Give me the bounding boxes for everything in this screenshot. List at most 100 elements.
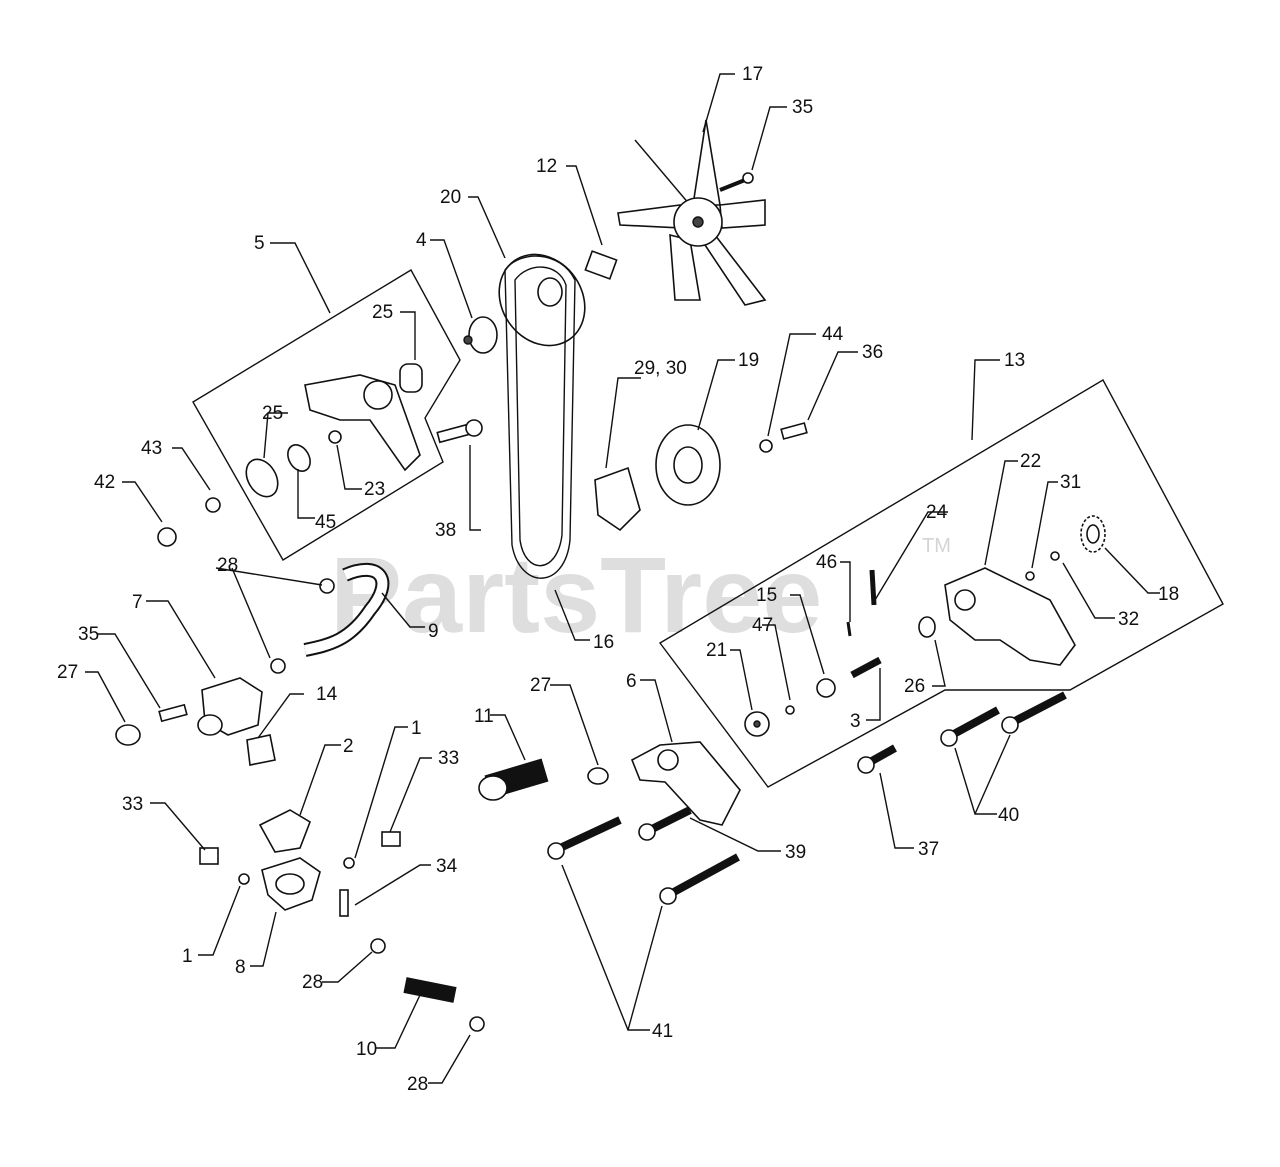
bolt-39-part: [638, 806, 692, 841]
clamp-28d-part: [469, 1016, 485, 1032]
callout-44: 44: [822, 324, 844, 345]
callout-22: 22: [1020, 451, 1041, 472]
callout-14: 14: [316, 684, 338, 705]
callout-35-left: 35: [78, 624, 99, 645]
callout-27-middle: 27: [530, 675, 551, 696]
callout-10: 10: [356, 1039, 377, 1060]
callout-37: 37: [918, 839, 939, 860]
bolt-41a-part: [547, 816, 622, 860]
callout-19: 19: [738, 350, 759, 371]
clip-12-part: [584, 250, 618, 280]
bolt-41b-part: [659, 853, 740, 905]
gasket-2-part: [258, 809, 311, 853]
callout-5: 5: [254, 233, 265, 254]
callout-13: 13: [1004, 350, 1025, 371]
callout-41: 41: [652, 1021, 673, 1042]
group-box-5: [192, 269, 461, 561]
ring-47-part: [785, 705, 795, 715]
watermark-trademark: TM: [922, 535, 951, 557]
gear-15-part: [816, 678, 836, 698]
callout-33-left: 33: [122, 794, 143, 815]
callout-42: 42: [94, 472, 115, 493]
clamp-27b-part: [587, 767, 609, 785]
impeller-21-part: [744, 711, 770, 737]
callout-9: 9: [428, 621, 439, 642]
callout-27-left: 27: [57, 662, 78, 683]
washer-44-part: [759, 439, 773, 453]
bolt-36-part: [780, 422, 808, 440]
disc-19-part: [655, 424, 721, 506]
oring-1a-part: [343, 857, 355, 869]
watermark-text: PartsTree: [330, 534, 822, 655]
timing-belt-16-part: [504, 255, 576, 579]
callout-36: 36: [862, 342, 883, 363]
washer-26-part: [918, 616, 936, 638]
nut-43-part: [205, 497, 221, 513]
callout-1-top: 1: [411, 718, 422, 739]
callout-38: 38: [435, 520, 456, 541]
hose-10-part: [403, 977, 457, 1003]
callout-11: 11: [474, 706, 494, 727]
callout-33-right: 33: [438, 748, 459, 769]
callout-23: 23: [364, 479, 385, 500]
bolt-37-part: [857, 744, 897, 774]
callout-45: 45: [315, 512, 336, 533]
callout-21: 21: [706, 640, 727, 661]
callout-12: 12: [536, 156, 557, 177]
callout-28-bottom: 28: [407, 1074, 428, 1095]
callout-labels: 17 35 12 20 4 5 25 25 23 45 43 42 38 29,…: [57, 64, 1179, 1095]
callout-46: 46: [816, 552, 837, 573]
nut-42-part: [157, 527, 177, 547]
callout-31: 31: [1060, 472, 1081, 493]
callout-29-30: 29, 30: [634, 358, 687, 379]
bolt-35-part: [158, 703, 188, 723]
bolt-40a-part: [940, 706, 1000, 747]
fan-part: [617, 119, 767, 306]
callout-17: 17: [742, 64, 763, 85]
housing-8-part: [261, 857, 321, 911]
housing-7-part: [197, 677, 263, 736]
seal-32-part: [1050, 551, 1060, 561]
clamp-27a-part: [115, 724, 141, 746]
callout-6: 6: [626, 671, 637, 692]
bolt-40b-part: [1001, 691, 1067, 734]
plug-33b-part: [381, 831, 401, 847]
callout-39: 39: [785, 842, 806, 863]
callout-25-left: 25: [262, 403, 283, 424]
bolt-38-part: [436, 419, 483, 444]
callout-3: 3: [850, 711, 861, 732]
callout-20: 20: [440, 187, 461, 208]
gasket-29-30-part: [594, 466, 641, 532]
bracket-assembly-part: [245, 363, 423, 498]
callout-25-top: 25: [372, 302, 393, 323]
callout-7: 7: [132, 592, 143, 613]
callout-16: 16: [593, 632, 614, 653]
callout-43: 43: [141, 438, 162, 459]
plug-33a-part: [199, 847, 219, 865]
oring-1b-part: [238, 873, 250, 885]
callout-15: 15: [756, 585, 777, 606]
clamp-28b-part: [270, 658, 286, 674]
pin-24-part: [869, 569, 877, 606]
callout-26: 26: [904, 676, 925, 697]
pin-31-part: [1025, 571, 1035, 581]
callout-8: 8: [235, 957, 246, 978]
callout-35-top: 35: [792, 97, 813, 118]
callout-28-upper: 28: [217, 555, 238, 576]
shaft-3-part: [850, 656, 882, 679]
callout-32: 32: [1118, 609, 1139, 630]
callout-2: 2: [343, 736, 354, 757]
pin-46-part: [846, 621, 852, 637]
screw-35-top-part: [719, 172, 754, 192]
water-pump-6-part: [630, 741, 741, 826]
callout-40: 40: [998, 805, 1019, 826]
clamp-28a-part: [319, 578, 335, 594]
callout-4: 4: [416, 230, 427, 251]
callout-18: 18: [1158, 584, 1179, 605]
callout-24: 24: [926, 502, 948, 523]
pump-housing-22-part: [944, 567, 1076, 666]
callout-47: 47: [752, 615, 773, 636]
pulley-20-part: [498, 253, 586, 347]
leader-lines: [85, 73, 1160, 1084]
